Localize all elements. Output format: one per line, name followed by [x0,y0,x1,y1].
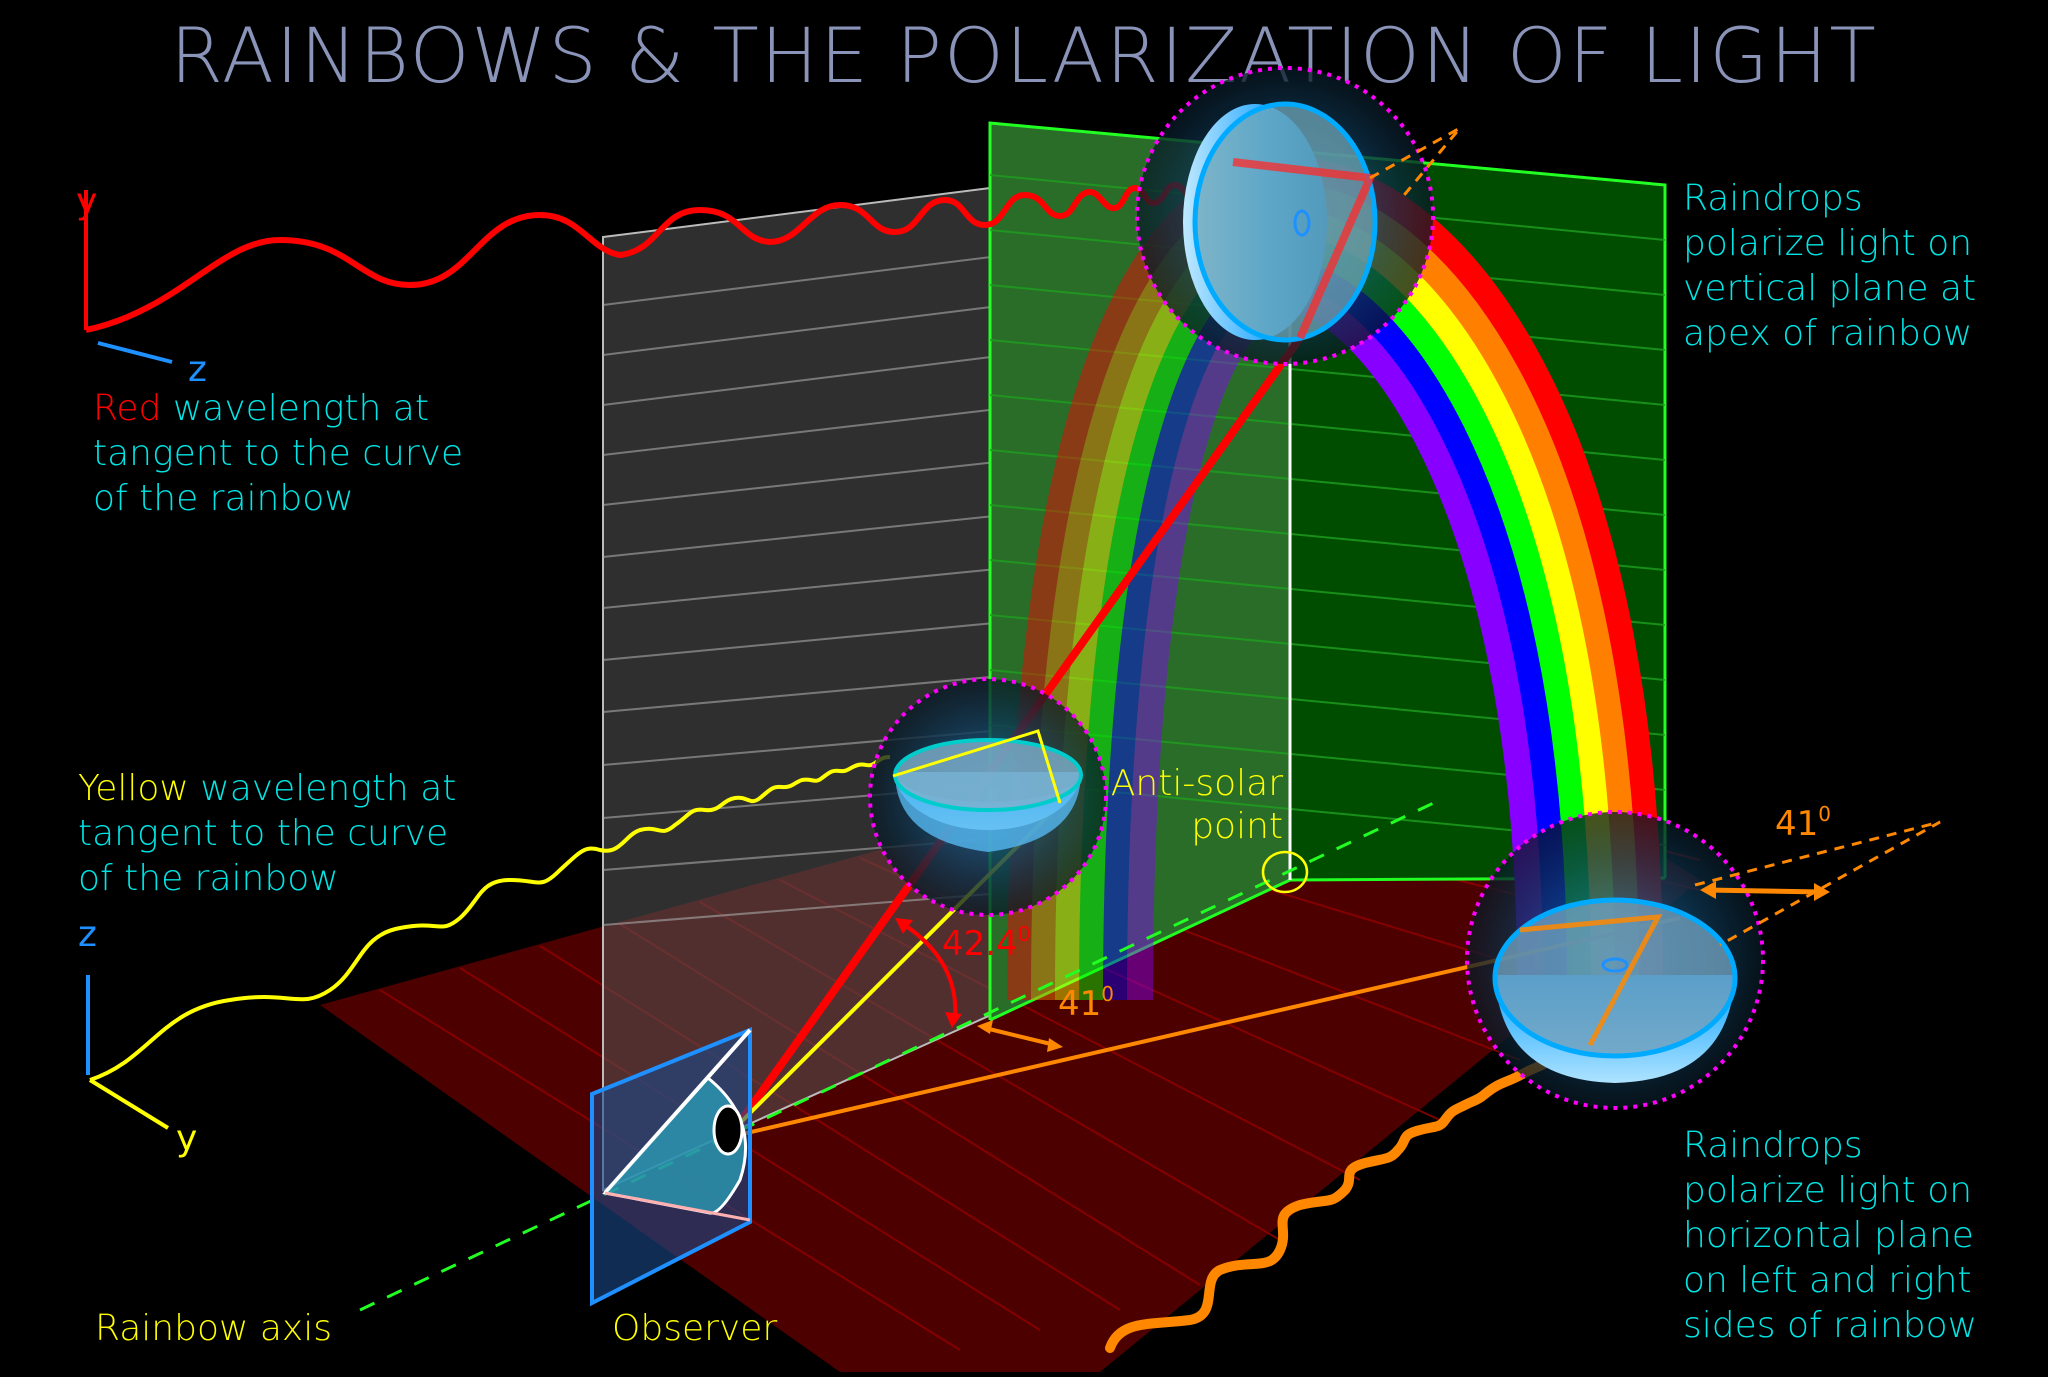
yellow-axis-y-label: y [176,1118,197,1159]
apex-raindrop [1135,66,1462,366]
side-note-line5: sides of rainbow [1683,1305,1977,1346]
rainbow-axis-label: Rainbow axis [95,1308,332,1349]
red-caption-line3: of the rainbow [93,478,354,519]
anti-solar-label-line2: point [1191,806,1283,847]
left-raindrop [868,677,1108,917]
red-caption-line1: Red wavelength at [93,388,429,429]
yellow-caption-line1: Yellow wavelength at [78,768,456,809]
red-angle-label: 42.40 [942,922,1030,964]
red-axis-z-label: z [188,349,207,390]
red-axis-y-label: y [76,181,97,222]
apex-note: Raindrops polarize light on vertical pla… [1683,178,1976,354]
apex-note-line2: polarize light on [1683,223,1972,264]
side-note-line3: horizontal plane [1683,1215,1974,1256]
yellow-caption-rest: wavelength at [189,768,457,809]
anti-solar-label-line1: Anti-solar [1111,763,1283,804]
side-angle-label: 410 [1775,802,1831,844]
page-title: RAINBOWS & THE POLARIZATION OF LIGHT [170,11,1878,100]
red-caption-highlight: Red [93,388,161,429]
side-note-line4: on left and right [1683,1260,1972,1301]
side-note-line1: Raindrops [1683,1125,1863,1166]
yellow-wave [89,755,891,1082]
anti-solar-point: Anti-solar point [1111,763,1309,894]
yellow-caption-highlight: Yellow [78,768,189,809]
observer [590,1027,752,1307]
orange-wave [1105,1045,1581,1353]
angle-annotations: 42.40 410 410 [895,802,1831,1052]
red-caption-line2: tangent to the curve [93,433,463,474]
yellow-caption-line2: tangent to the curve [78,813,448,854]
observer-label: Observer [612,1308,777,1349]
yellow-wave-group: z y Yellow wavelength at tangent to the … [78,755,891,1159]
red-caption-rest: wavelength at [161,388,429,429]
apex-note-line4: apex of rainbow [1683,313,1972,354]
side-note-line2: polarize light on [1683,1170,1972,1211]
right-raindrop [1465,810,1941,1110]
floor-angle-label: 410 [1058,982,1114,1024]
apex-note-line3: vertical plane at [1683,268,1976,309]
yellow-axis-z-label: z [78,914,97,955]
side-note: Raindrops polarize light on horizontal p… [1683,1125,1977,1346]
rainbow-axis-line [359,798,1441,1312]
yellow-caption-line3: of the rainbow [78,858,339,899]
apex-note-line1: Raindrops [1683,178,1863,219]
